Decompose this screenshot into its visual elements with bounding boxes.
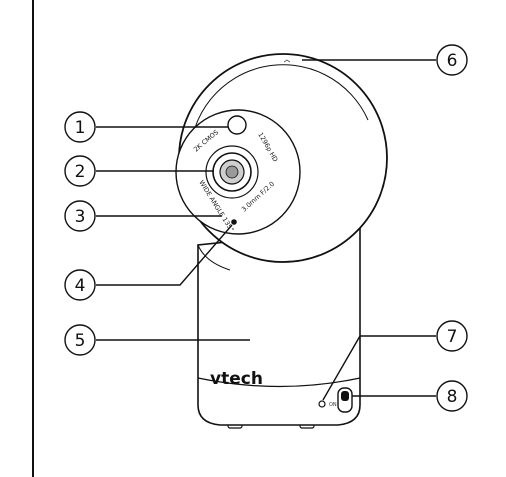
microphone-hole xyxy=(231,219,237,225)
leader-line-7 xyxy=(322,335,436,401)
callout-7: 7 xyxy=(436,320,468,352)
callout-8: 8 xyxy=(436,380,468,412)
head-top-mark xyxy=(283,59,291,63)
callout-number: 1 xyxy=(75,118,86,138)
camera-body xyxy=(197,227,361,426)
switch-label: ON xyxy=(329,402,337,408)
callout-number: 7 xyxy=(447,327,458,347)
callout-number: 8 xyxy=(447,387,458,407)
lens-center xyxy=(225,165,239,179)
head-rim-arc xyxy=(189,64,369,159)
callout-number: 4 xyxy=(75,276,86,296)
callout-6: 6 xyxy=(436,44,468,76)
leader-line-4 xyxy=(96,224,233,286)
callout-number: 5 xyxy=(75,331,86,351)
brand-logo: vtech xyxy=(210,369,263,389)
callout-4: 4 xyxy=(64,269,96,301)
callout-number: 6 xyxy=(447,51,458,71)
callout-number: 3 xyxy=(75,207,86,227)
callout-2: 2 xyxy=(64,155,96,187)
callout-3: 3 xyxy=(64,200,96,232)
body-band-line xyxy=(197,377,361,388)
callout-1: 1 xyxy=(64,111,96,143)
callout-number: 2 xyxy=(75,162,86,182)
power-switch-knob xyxy=(341,391,349,401)
body-neck-line xyxy=(197,244,231,271)
callout-5: 5 xyxy=(64,324,96,356)
light-sensor xyxy=(227,115,247,135)
power-led xyxy=(318,400,326,408)
